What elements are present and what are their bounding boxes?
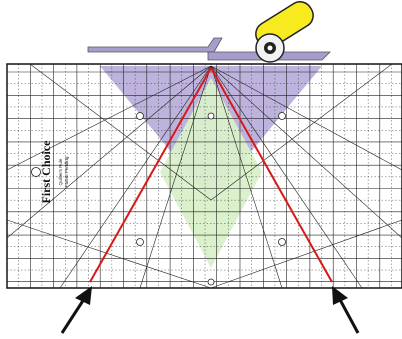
rotary-cutter-icon: [255, 1, 314, 63]
ruler: First Choice Quilter's Rule Patent Pendi…: [6, 63, 402, 289]
ruler-circles: [31, 112, 286, 286]
right-cut-line: [210, 67, 333, 283]
cut-lines: [89, 67, 333, 283]
arrow-icon-left: [60, 286, 92, 334]
angle-lines: [6, 63, 402, 289]
ruler-grid: [6, 64, 402, 288]
ruler-fine-print-1: Quilter's Rule: [58, 158, 63, 185]
ruler-brand-text: First Choice: [39, 140, 53, 204]
ruler-fine-print-2: Patent Pending: [64, 156, 69, 187]
green-fabric-diamond: [160, 78, 262, 268]
arrow-icon-right: [332, 286, 360, 334]
left-cut-line: [89, 67, 212, 283]
top-fabric-strips: [87, 37, 331, 61]
